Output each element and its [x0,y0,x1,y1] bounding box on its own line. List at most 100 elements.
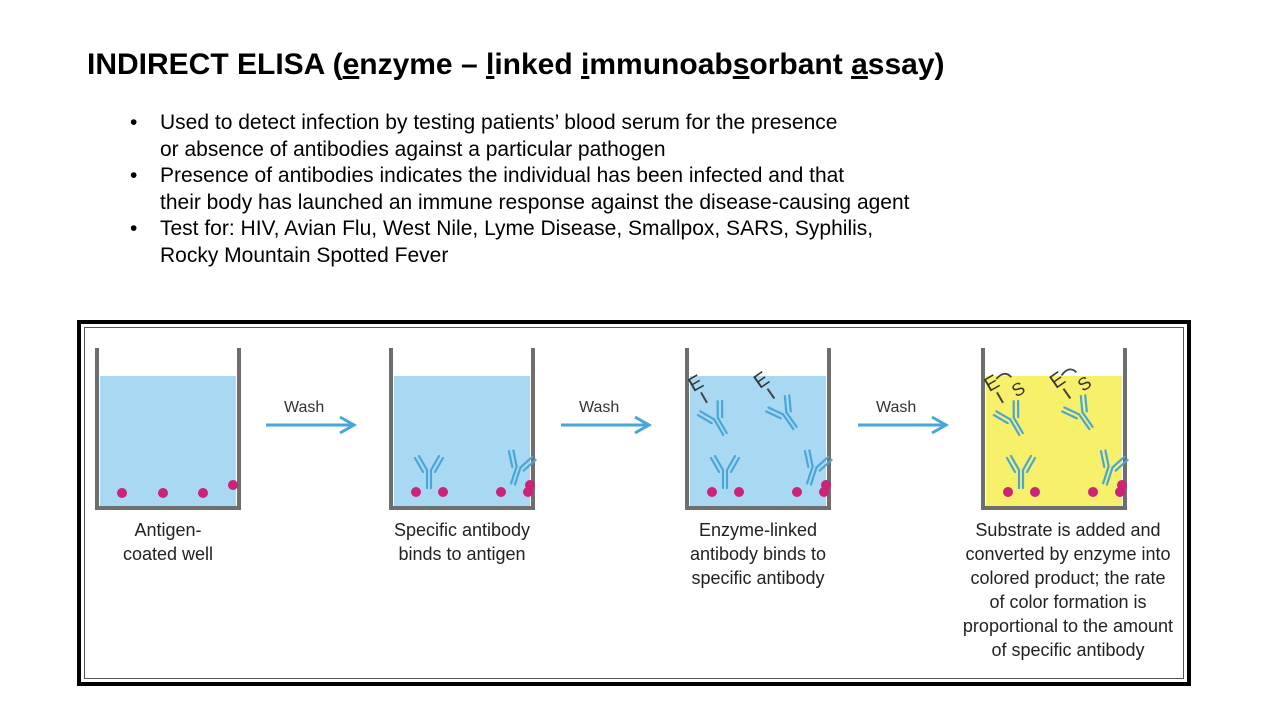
antibody-arm [507,450,514,469]
antibody-arm [1061,410,1079,420]
step-caption-line: specific antibody [691,568,824,588]
enzyme-link [1062,388,1072,400]
antibody-arm [1017,399,1020,419]
antibody-arm [413,456,425,474]
arrow-head-icon [634,415,653,435]
antibody-arm [417,454,429,472]
antigen-dot [1030,487,1040,497]
antibody-arm [1021,454,1033,472]
primary-antibody [1099,449,1129,486]
antigen-dot [496,487,506,497]
antibody-arm [696,413,713,425]
well-wall [685,348,831,510]
antibody-arm [1005,456,1017,474]
antibody-arm [729,456,741,474]
step-caption-line: Enzyme-linked [699,520,817,540]
step-caption-line: binds to antigen [398,544,525,564]
title-acronym-letter: l [485,48,495,81]
antigen-dot [1088,487,1098,497]
antibody-arm [995,410,1012,421]
antigen-dot [1003,487,1013,497]
antibody-arm [767,406,785,416]
antibody-stem [1009,418,1021,437]
antibody-arm [725,454,737,472]
antibody-stem [781,413,795,431]
well-step-2: Specific antibody binds to antigen [389,348,537,564]
well-liquid [690,376,826,506]
primary-antibody [709,454,741,490]
antigen-dot [411,487,421,497]
step-caption-line: Antigen- [134,520,201,540]
antibody-arm [1009,454,1021,472]
wash-label: Wash [876,399,916,416]
enzyme-link [700,391,708,404]
title-acronym-letter: a [851,48,868,81]
wash-arrow: Wash [561,399,653,435]
title-text-segment: mmunoab [589,48,733,81]
bullet-item: Used to detect infection by testing pati… [130,110,910,163]
title-acronym-letter: i [581,48,590,81]
antibody-arm [519,455,534,469]
antibody-stem [1081,411,1094,428]
bullet-line: Rocky Mountain Spotted Fever [160,243,449,267]
antibody-arm [721,399,724,419]
step-caption-line: colored product; the rate [970,568,1165,588]
antibody-stem [513,466,522,486]
arrow-head-icon [339,415,358,435]
title-acronym-letter: e [342,48,360,81]
antibody-arm [788,394,792,413]
antibody-arm [808,449,814,468]
antibody-arm [815,455,830,469]
antibody-arm [709,456,721,474]
antibody-stem [809,466,818,486]
title-text-segment: INDIRECT ELISA ( [87,48,343,81]
bullet-line: their body has launched an immune respon… [160,190,910,214]
antibody-arm [713,454,725,472]
well-step-1: Antigen-coated well [95,348,241,564]
bullet-line: or absence of antibodies against a parti… [160,137,666,161]
enzyme-link [766,388,776,400]
slide-title: INDIRECT ELISA (enzyme – linked immunoab… [87,48,945,82]
antibody-arm [429,454,441,472]
antibody-stem [785,411,798,428]
step-caption-line: Substrate is added and [975,520,1160,540]
well-liquid [394,376,530,506]
enzyme-link [996,391,1004,404]
title-text-segment: orbant [749,48,852,81]
antibody-arm [1079,394,1084,414]
step-caption-line: Specific antibody [394,520,530,540]
antibody-arm [818,458,833,472]
step-caption-line: coated well [123,544,213,564]
antigen-dot [707,487,717,497]
antibody-stem [1012,416,1024,435]
step-caption-line: of color formation is [989,592,1146,612]
bullet-line: Used to detect infection by testing pati… [160,111,838,134]
well-wall [981,348,1127,510]
well-wall [389,348,535,510]
antibody-arm [1111,455,1126,469]
antibody-stem [805,465,814,485]
wash-label: Wash [284,399,324,416]
antibody-stem [509,465,518,485]
antibody-arm [512,449,518,468]
arrow-head-icon [931,415,950,435]
antibody-stem [713,418,725,437]
bullet-item: Presence of antibodies indicates the ind… [130,163,910,216]
bullet-list: Used to detect infection by testing pati… [130,110,910,269]
antibody-arm [1084,394,1088,413]
antibody-arm [765,410,783,420]
wash-label: Wash [579,399,619,416]
antibody-arm [522,458,537,472]
antigen-dot [228,480,238,490]
wash-arrow: Wash [266,399,358,435]
bullet-item: Test for: HIV, Avian Flu, West Nile, Lym… [130,216,910,269]
primary-antibody [803,449,833,486]
title-acronym-letter: s [732,48,750,81]
step-caption-line: of specific antibody [991,640,1144,660]
antibody-arm [716,400,719,419]
antibody-arm [1012,400,1015,419]
antigen-dot [734,487,744,497]
primary-antibody [507,449,537,486]
